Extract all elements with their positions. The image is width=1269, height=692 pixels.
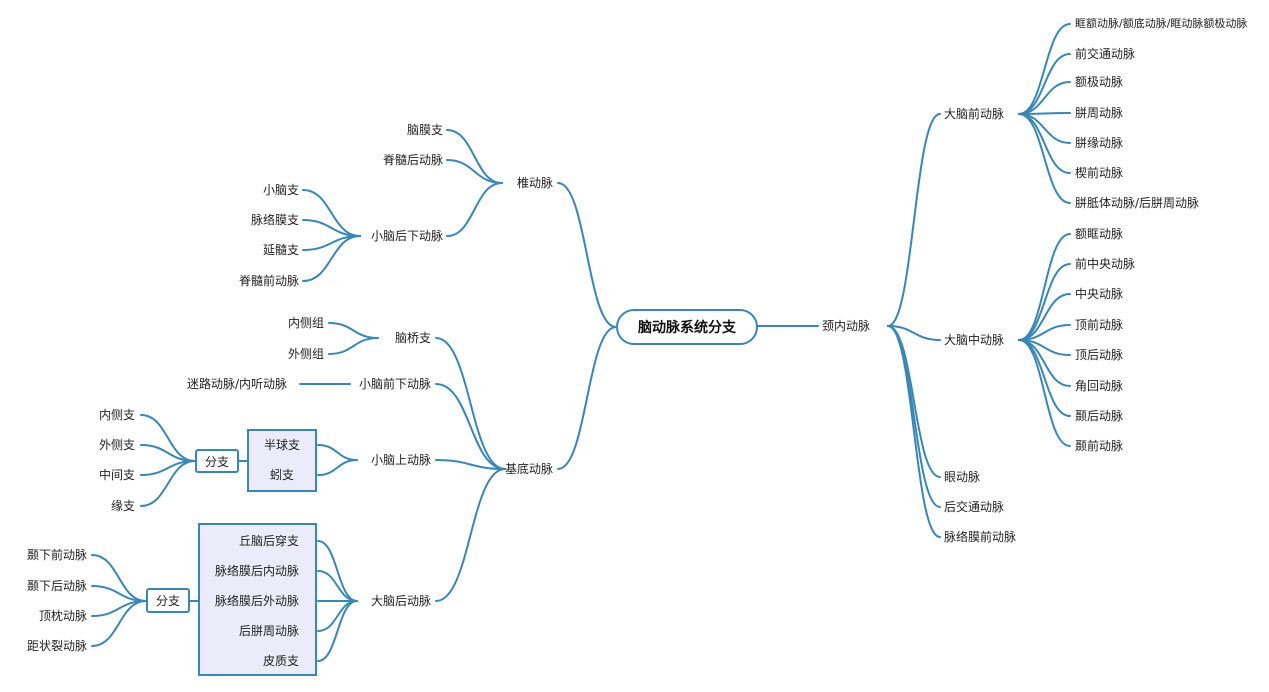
- node-ant-temporal: 颞下前动脉: [26, 548, 87, 562]
- node-lateral-group: 外侧组: [287, 347, 324, 361]
- node-post-parietal: 顶后动脉: [1075, 348, 1124, 362]
- link-pontine: [328, 322, 379, 339]
- node-pcom: 后交通动脉: [944, 500, 1005, 514]
- link-vertebral: [446, 159, 503, 184]
- link-ica: [887, 325, 941, 508]
- node-sca-medial: 内侧支: [98, 408, 135, 422]
- link-pica: [302, 189, 361, 237]
- node-sca-marginal: 缘支: [110, 499, 135, 513]
- node-central: 中央动脉: [1075, 287, 1124, 301]
- node-cerebellar-branch: 小脑支: [262, 183, 299, 197]
- node-post-pericallosal: 后胼周动脉: [238, 624, 299, 638]
- link-root-basilar: [557, 326, 617, 470]
- node-precentral: 前中央动脉: [1075, 257, 1136, 271]
- node-ophthalmic: 眼动脉: [944, 470, 981, 484]
- node-pericallosal: 胼周动脉: [1075, 106, 1124, 120]
- link-basilar: [435, 468, 506, 602]
- node-thalamoperforating: 丘脑后穿支: [238, 534, 299, 548]
- node-ica: 颈内动脉: [821, 319, 871, 333]
- link-pica: [302, 235, 361, 282]
- link-sca-divisions: [140, 460, 196, 507]
- link-pca: [317, 600, 358, 662]
- node-parieto-occipital: 顶枕动脉: [38, 609, 87, 623]
- node-ant-parietal: 顶前动脉: [1075, 318, 1124, 332]
- link-pontine: [328, 337, 379, 355]
- link-mca: [1018, 233, 1071, 341]
- node-pica: 小脑后下动脉: [370, 229, 443, 243]
- link-vertebral: [446, 182, 503, 237]
- link-ica: [887, 113, 941, 327]
- pca-divisions-tag: 分支: [146, 588, 190, 613]
- node-choroid-branch: 脉络膜支: [250, 213, 299, 227]
- link-basilar: [435, 459, 506, 470]
- node-medial-post-choroidal: 脉络膜后内动脉: [214, 564, 299, 578]
- node-sca-intermediate: 中间支: [98, 468, 135, 482]
- node-acom: 前交通动脉: [1075, 47, 1136, 61]
- link-ica: [887, 325, 941, 478]
- link-mca: [1018, 263, 1071, 341]
- node-post-temporal-mca: 颞后动脉: [1075, 409, 1124, 423]
- node-medial-group: 内侧组: [287, 316, 324, 330]
- node-precuneal: 楔前动脉: [1075, 166, 1124, 180]
- node-orbitofrontal: 眶额动脉/额底动脉/眶动脉额极动脉: [1075, 17, 1248, 30]
- node-post-callosal: 胼胝体动脉/后胼周动脉: [1075, 196, 1200, 210]
- node-posterior-spinal: 脊髓后动脉: [382, 153, 443, 167]
- link-basilar: [435, 337, 506, 470]
- link-aca: [1018, 23, 1071, 115]
- link-mca: [1018, 339, 1071, 417]
- node-labyrinthine: 迷路动脉/内听动脉: [186, 377, 287, 391]
- node-anterior-spinal: 脊髓前动脉: [238, 274, 299, 288]
- node-ant-choroidal: 脉络膜前动脉: [944, 530, 1017, 544]
- node-frontopolar: 额极动脉: [1075, 75, 1124, 89]
- node-calcarine: 距状裂动脉: [26, 639, 87, 653]
- node-pca: 大脑后动脉: [370, 594, 431, 608]
- node-basilar: 基底动脉: [504, 462, 554, 476]
- link-aca: [1018, 112, 1071, 115]
- link-aca: [1018, 81, 1071, 115]
- node-callosomarginal: 胼缘动脉: [1075, 136, 1124, 150]
- link-pca-divisions: [91, 600, 147, 647]
- link-vertebral: [446, 129, 503, 184]
- node-vertebral: 椎动脉: [516, 176, 554, 190]
- node-hemispheric: 半球支: [263, 438, 301, 452]
- link-pca: [317, 600, 358, 632]
- pca-branch-box: [198, 523, 317, 676]
- node-ant-temporal-mca: 颞前动脉: [1075, 439, 1124, 453]
- node-vermian: 蚓支: [269, 468, 295, 482]
- node-lateral-post-choroidal: 脉络膜后外动脉: [214, 594, 299, 608]
- node-sca-lateral: 外侧支: [98, 438, 135, 452]
- sca-branch-box: [247, 429, 317, 492]
- link-root-vertebral: [557, 182, 617, 328]
- node-pontine: 脑桥支: [394, 331, 431, 345]
- node-post-temporal: 颞下后动脉: [26, 579, 87, 593]
- link-ica: [887, 325, 941, 341]
- link-ica: [887, 325, 941, 538]
- node-aica: 小脑前下动脉: [358, 377, 431, 391]
- sca-divisions-tag: 分支: [195, 449, 239, 473]
- root-node: 脑动脉系统分支: [616, 309, 758, 345]
- node-cortical: 皮质支: [262, 654, 299, 668]
- node-aca: 大脑前动脉: [944, 107, 1005, 121]
- link-sca: [317, 459, 358, 476]
- node-sca: 小脑上动脉: [370, 453, 431, 467]
- link-aca: [1018, 113, 1071, 174]
- node-medullary-branch: 延髓支: [262, 243, 299, 257]
- node-mca: 大脑中动脉: [944, 333, 1005, 347]
- link-aca: [1018, 113, 1071, 204]
- node-meningeal-branch: 脑膜支: [406, 123, 443, 137]
- link-pca: [317, 570, 358, 602]
- node-angular: 角回动脉: [1075, 379, 1124, 393]
- node-mca-orbitofrontal: 额眶动脉: [1075, 227, 1124, 241]
- link-sca: [317, 444, 358, 461]
- link-mca: [1018, 339, 1071, 447]
- link-basilar: [435, 383, 506, 470]
